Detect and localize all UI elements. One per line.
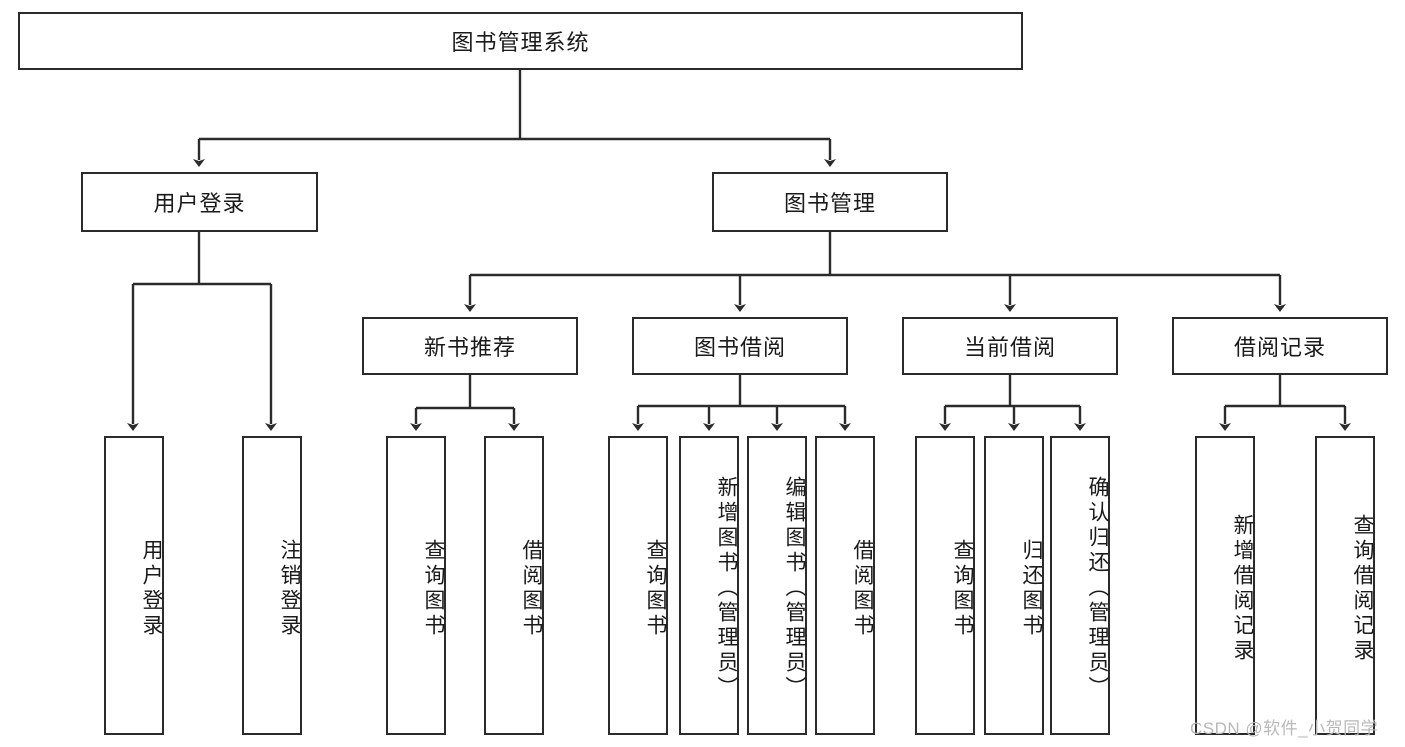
node-label: 归还图书	[1020, 538, 1043, 639]
node-label: 查询图书	[644, 538, 667, 639]
node-label: 图书借阅	[693, 335, 786, 360]
leaf-query-book-recommend[interactable]: 查询图书	[386, 436, 446, 735]
node-label: 借阅图书	[851, 538, 874, 639]
node-label: 新增图书（管理员）	[715, 476, 738, 701]
node-label: 查询图书	[951, 538, 974, 639]
leaf-query-book-borrow[interactable]: 查询图书	[608, 436, 668, 735]
node-new-book-recommend[interactable]: 新书推荐	[362, 317, 578, 375]
node-label: 用户登录	[153, 191, 246, 216]
node-book-borrow[interactable]: 图书借阅	[632, 317, 848, 375]
node-label: 图书管理系统	[451, 30, 590, 55]
node-label: 借阅图书	[520, 538, 543, 639]
node-label: 新书推荐	[423, 335, 516, 360]
node-label: 确认归还（管理员）	[1086, 476, 1109, 701]
node-label: 查询图书	[422, 538, 445, 639]
node-book-management[interactable]: 图书管理	[712, 172, 948, 232]
leaf-return-book[interactable]: 归还图书	[984, 436, 1044, 735]
watermark: CSDN @软件_小贺同学	[1190, 719, 1379, 738]
node-label: 图书管理	[783, 191, 876, 216]
leaf-borrow-book[interactable]: 借阅图书	[815, 436, 875, 735]
leaf-add-book-admin[interactable]: 新增图书（管理员）	[679, 436, 739, 735]
leaf-borrow-book-recommend[interactable]: 借阅图书	[484, 436, 544, 735]
node-label: 注销登录	[278, 538, 301, 639]
leaf-query-borrow-record[interactable]: 查询借阅记录	[1315, 436, 1375, 735]
node-borrow-record[interactable]: 借阅记录	[1172, 317, 1388, 375]
node-label: 当前借阅	[963, 335, 1056, 360]
node-user-login[interactable]: 用户登录	[81, 172, 318, 232]
node-label: 借阅记录	[1233, 335, 1326, 360]
leaf-add-borrow-record[interactable]: 新增借阅记录	[1195, 436, 1255, 735]
node-current-borrow[interactable]: 当前借阅	[902, 317, 1118, 375]
leaf-query-book-current[interactable]: 查询图书	[915, 436, 975, 735]
node-label: 编辑图书（管理员）	[783, 476, 806, 701]
leaf-confirm-return-admin[interactable]: 确认归还（管理员）	[1050, 436, 1110, 735]
leaf-user-login[interactable]: 用户登录	[104, 436, 164, 735]
node-label: 新增借阅记录	[1231, 513, 1254, 664]
leaf-logout[interactable]: 注销登录	[242, 436, 302, 735]
leaf-edit-book-admin[interactable]: 编辑图书（管理员）	[747, 436, 807, 735]
node-label: 查询借阅记录	[1351, 513, 1374, 664]
node-root[interactable]: 图书管理系统	[18, 12, 1023, 70]
node-label: 用户登录	[140, 538, 163, 639]
